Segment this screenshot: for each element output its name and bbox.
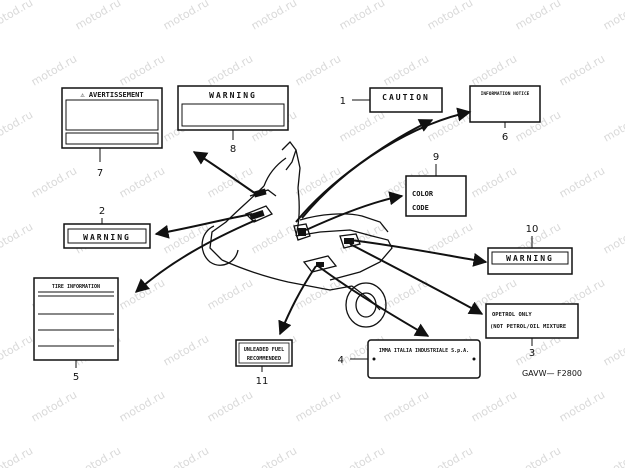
watermark-text: motod.ru bbox=[205, 276, 255, 312]
watermark-text: motod.ru bbox=[601, 108, 625, 144]
label-9-line2: CODE bbox=[412, 204, 429, 212]
arrow-to-6 bbox=[301, 107, 472, 219]
watermark-text: motod.ru bbox=[0, 444, 35, 468]
callout-3: 3 bbox=[529, 348, 535, 359]
label-6-text: INFORMATION NOTICE bbox=[481, 91, 530, 97]
watermark-text: motod.ru bbox=[513, 444, 563, 468]
label-4-manufacturer-plate[interactable]: IMMA ITALIA INDUSTRIALE S.p.A. bbox=[367, 339, 481, 379]
label-2-text: WARNING bbox=[83, 233, 131, 242]
label-8-warning[interactable]: WARNING bbox=[177, 85, 289, 131]
label-9-line1: COLOR bbox=[412, 190, 434, 198]
watermark-text: motod.ru bbox=[425, 444, 475, 468]
watermark-text: motod.ru bbox=[469, 164, 519, 200]
watermark-text: motod.ru bbox=[205, 388, 255, 424]
label-10-text: WARNING bbox=[506, 254, 554, 263]
label-1-caution[interactable]: CAUTION bbox=[369, 87, 443, 113]
watermark-text: motod.ru bbox=[293, 276, 343, 312]
label-3-line1: OPETROL ONLY bbox=[492, 312, 532, 318]
watermark-text: motod.ru bbox=[513, 0, 563, 33]
callout-8: 8 bbox=[230, 144, 236, 155]
callout-7: 7 bbox=[97, 168, 103, 179]
label-8-text: WARNING bbox=[209, 91, 257, 100]
watermark-text: motod.ru bbox=[557, 52, 607, 88]
label-7-avertissement[interactable]: ⚠ AVERTISSEMENT bbox=[61, 87, 163, 149]
label-7-text: ⚠ AVERTISSEMENT bbox=[80, 91, 143, 99]
watermark-text: motod.ru bbox=[425, 220, 475, 256]
watermark-text: motod.ru bbox=[337, 108, 387, 144]
watermark-text: motod.ru bbox=[117, 388, 167, 424]
watermark-text: motod.ru bbox=[425, 0, 475, 33]
watermark-text: motod.ru bbox=[381, 52, 431, 88]
watermark-text: motod.ru bbox=[0, 108, 35, 144]
callout-10: 10 bbox=[526, 224, 539, 235]
callout-11: 11 bbox=[256, 376, 269, 387]
callout-6: 6 bbox=[502, 132, 508, 143]
watermark-text: motod.ru bbox=[557, 388, 607, 424]
label-4-text: IMMA ITALIA INDUSTRIALE S.p.A. bbox=[379, 348, 469, 354]
label-11-line1: UNLEADED FUEL bbox=[244, 347, 285, 353]
arrow-to-9 bbox=[305, 191, 404, 231]
watermark-text: motod.ru bbox=[601, 332, 625, 368]
watermark-text: motod.ru bbox=[601, 444, 625, 468]
watermark-text: motod.ru bbox=[0, 0, 35, 33]
arrow-to-4 bbox=[317, 265, 430, 337]
label-3-line2: (NOT PETROL/OIL MIXTURE bbox=[490, 324, 566, 330]
watermark-text: motod.ru bbox=[73, 0, 123, 33]
watermark-text: motod.ru bbox=[29, 388, 79, 424]
arrow-to-10 bbox=[349, 239, 488, 267]
callout-2: 2 bbox=[99, 206, 105, 217]
label-6-notice[interactable]: INFORMATION NOTICE bbox=[469, 85, 541, 123]
watermark-text: motod.ru bbox=[117, 276, 167, 312]
callout-4: 4 bbox=[338, 355, 344, 366]
arrow-to-7 bbox=[192, 151, 257, 195]
scooter-label-spots bbox=[249, 188, 354, 267]
label-1-text: CAUTION bbox=[382, 93, 430, 102]
arrow-to-3 bbox=[349, 243, 484, 315]
watermark-text: motod.ru bbox=[601, 220, 625, 256]
watermark-text: motod.ru bbox=[469, 52, 519, 88]
watermark-text: motod.ru bbox=[425, 108, 475, 144]
watermark-text: motod.ru bbox=[117, 52, 167, 88]
watermark-text: motod.ru bbox=[29, 52, 79, 88]
watermark-text: motod.ru bbox=[29, 164, 79, 200]
label-9-color-code[interactable]: 9 COLOR CODE bbox=[405, 152, 467, 217]
diagram-code: GAVW— F2800 bbox=[522, 369, 582, 378]
callout-1: 1 bbox=[340, 96, 346, 107]
watermark-text: motod.ru bbox=[557, 164, 607, 200]
label-2-warning[interactable]: 2 WARNING bbox=[63, 206, 151, 249]
watermark-text: motod.ru bbox=[161, 444, 211, 468]
watermark-text: motod.ru bbox=[293, 388, 343, 424]
arrow-to-5 bbox=[134, 219, 257, 293]
watermark-text: motod.ru bbox=[293, 52, 343, 88]
callout-5: 5 bbox=[73, 372, 79, 383]
watermark-text: motod.ru bbox=[161, 0, 211, 33]
watermark-text: motod.ru bbox=[249, 220, 299, 256]
watermark-text: motod.ru bbox=[469, 388, 519, 424]
label-11-line2: RECOMMENDED bbox=[247, 356, 281, 362]
arrow-to-11 bbox=[278, 265, 317, 336]
watermark-text: motod.ru bbox=[337, 444, 387, 468]
callout-9: 9 bbox=[433, 152, 439, 163]
label-3-petrol-only[interactable]: OPETROL ONLY (NOT PETROL/OIL MIXTURE bbox=[485, 303, 579, 339]
watermark-text: motod.ru bbox=[161, 332, 211, 368]
watermark-text: motod.ru bbox=[205, 164, 255, 200]
label-5-text: TIRE INFORMATION bbox=[52, 284, 100, 290]
watermark-text: motod.ru bbox=[205, 52, 255, 88]
watermark-text: motod.ru bbox=[249, 444, 299, 468]
label-5-tire-info[interactable]: TIRE INFORMATION bbox=[33, 277, 119, 361]
watermark-text: motod.ru bbox=[73, 444, 123, 468]
watermark-text: motod.ru bbox=[337, 0, 387, 33]
watermark-text: motod.ru bbox=[117, 164, 167, 200]
leader-arrows bbox=[134, 107, 488, 337]
watermark-text: motod.ru bbox=[0, 220, 35, 256]
watermark-text: motod.ru bbox=[249, 0, 299, 33]
label-10-warning[interactable]: 10 WARNING bbox=[487, 224, 573, 275]
label-11-unleaded-fuel[interactable]: UNLEADED FUEL RECOMMENDED bbox=[235, 339, 293, 367]
arrow-to-2 bbox=[154, 213, 253, 239]
watermark-text: motod.ru bbox=[601, 0, 625, 33]
watermark-text: motod.ru bbox=[0, 332, 35, 368]
watermark-text: motod.ru bbox=[381, 388, 431, 424]
